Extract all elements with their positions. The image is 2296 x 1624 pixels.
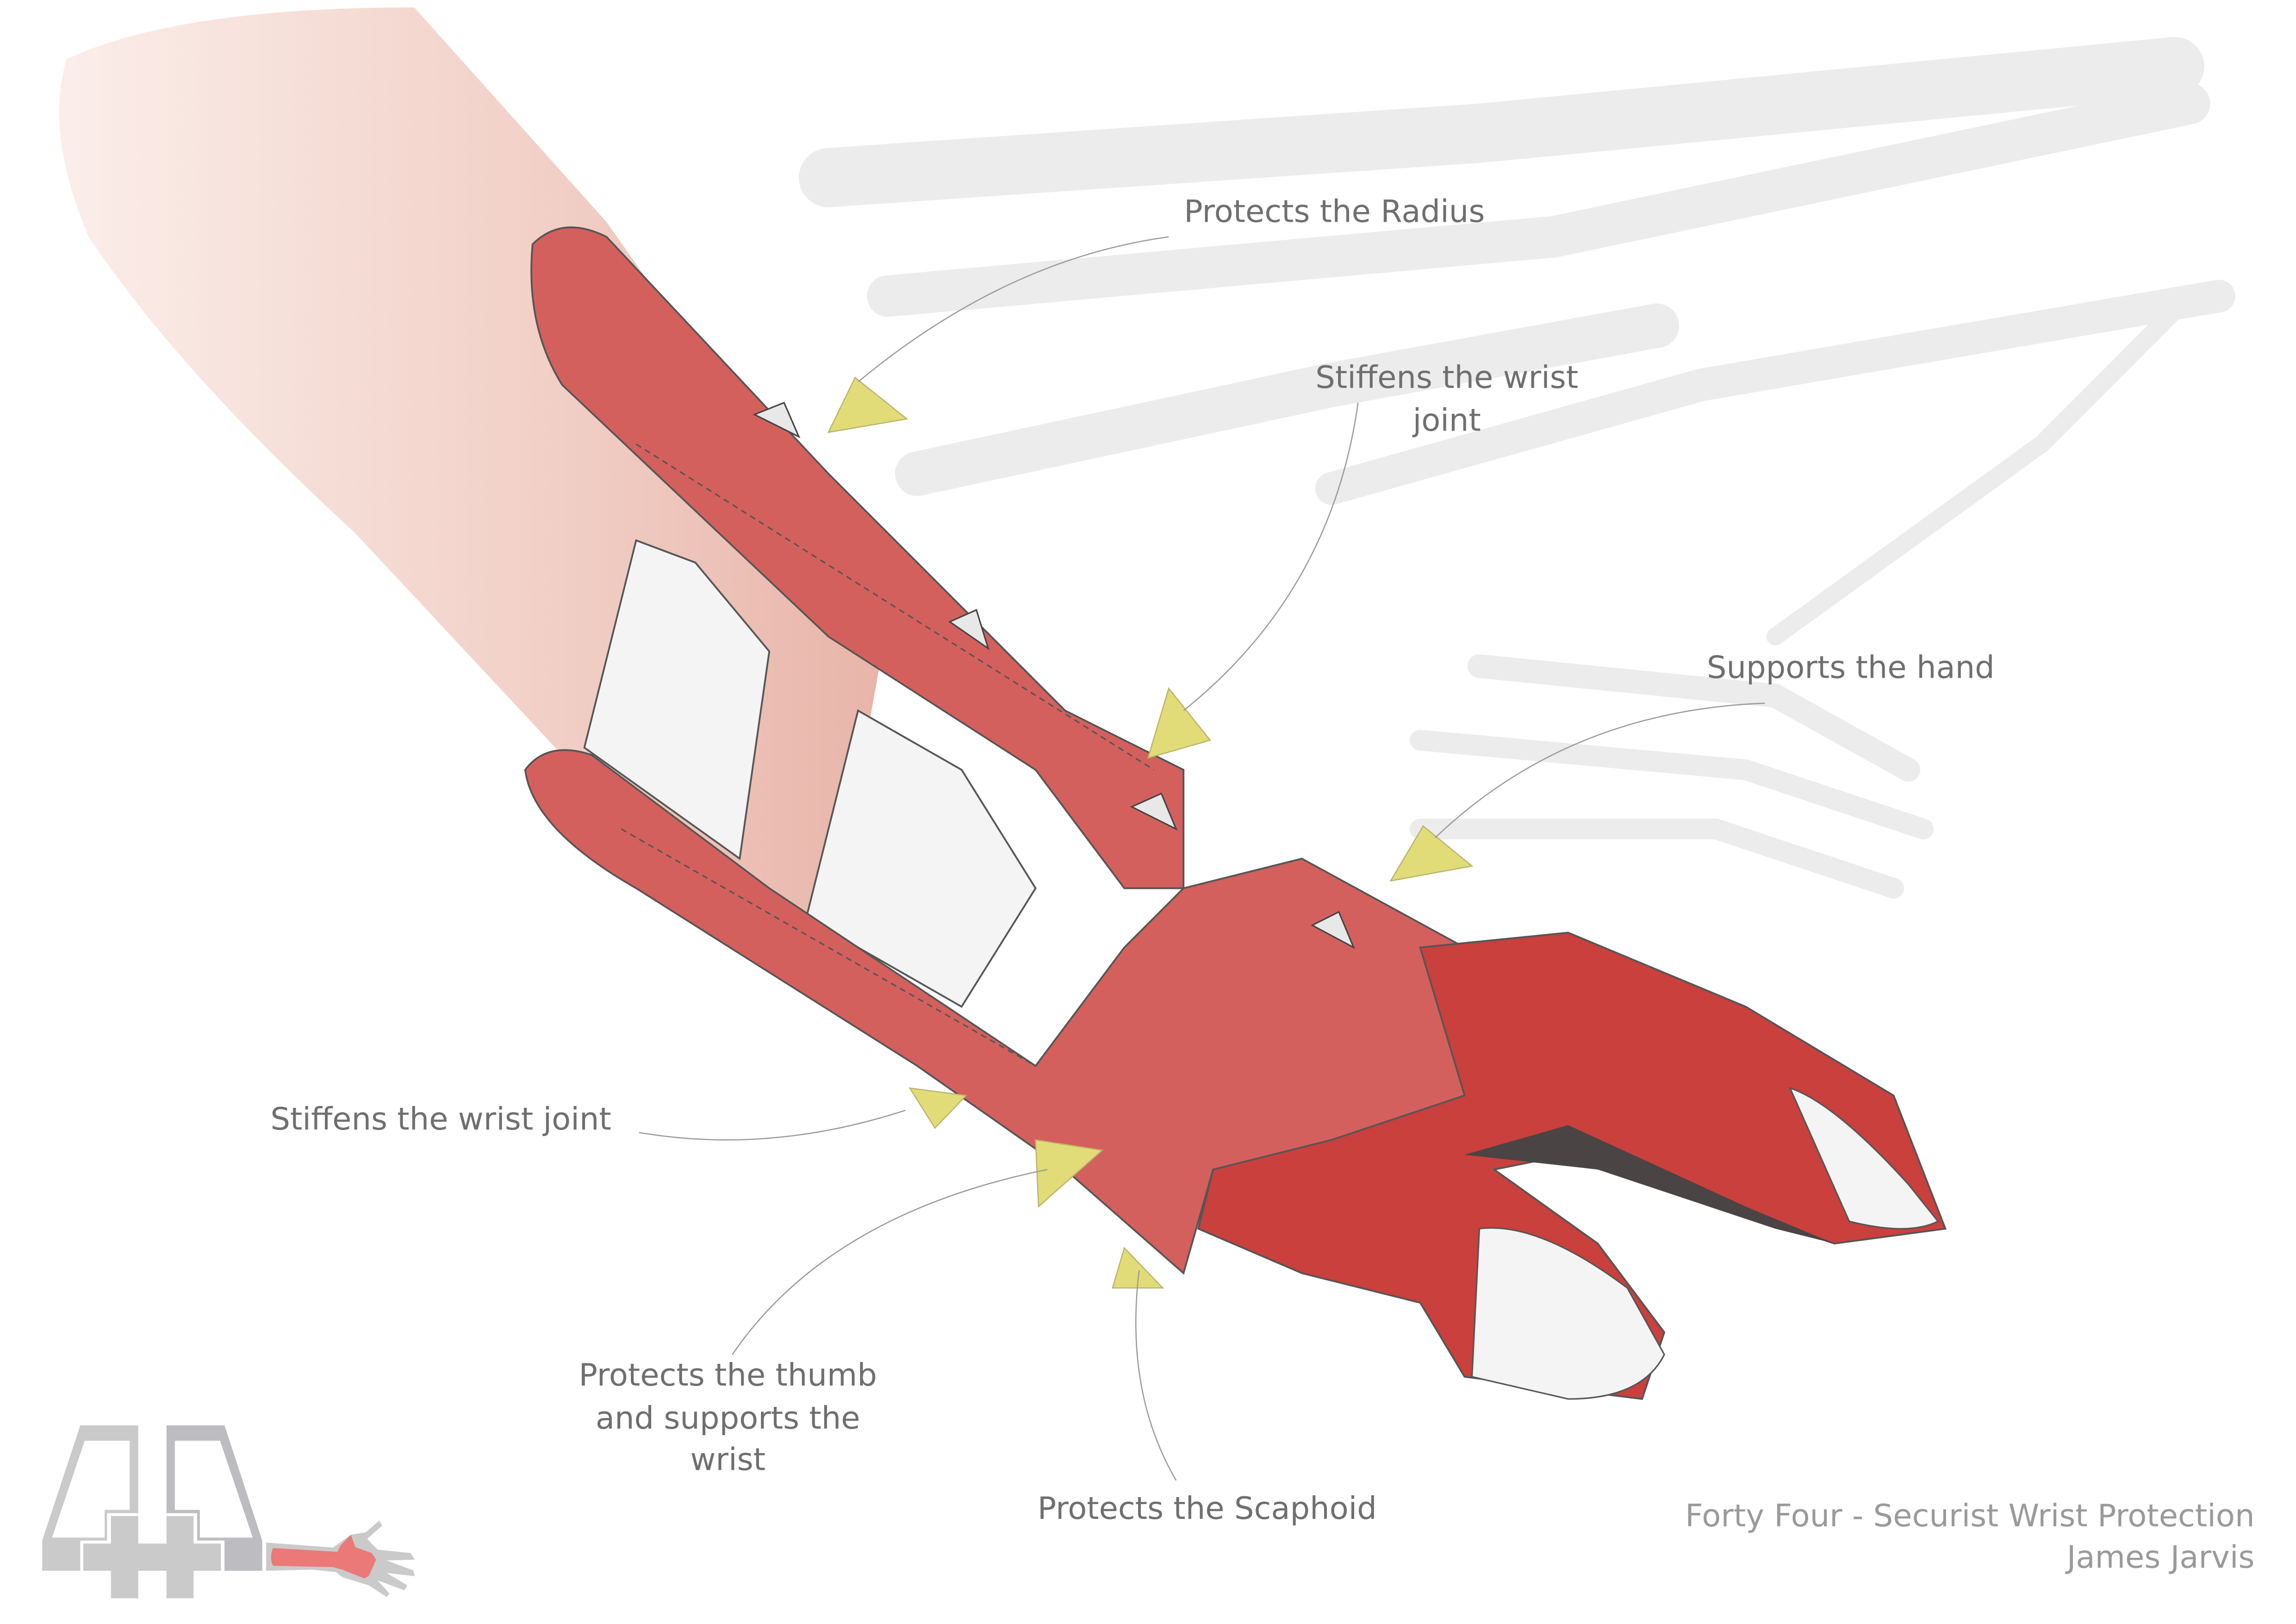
author-name: James Jarvis	[2065, 1539, 2255, 1575]
label-protects-radius: Protects the Radius	[1184, 194, 1485, 230]
label-stiffens-wrist-top-line1: Stiffens the wrist	[1315, 359, 1578, 395]
forty-four-logo	[42, 1425, 415, 1599]
annotation-arrows	[827, 376, 1474, 1289]
label-stiffens-wrist-top-line2: joint	[1412, 402, 1481, 438]
leader-lines	[639, 236, 1765, 1481]
label-protects-thumb-line2: and supports the	[596, 1400, 860, 1436]
label-protects-thumb-line1: Protects the thumb	[579, 1357, 877, 1393]
label-stiffens-wrist-left: Stiffens the wrist joint	[270, 1101, 611, 1137]
label-supports-hand: Supports the hand	[1707, 650, 1995, 686]
wrist-brace	[524, 226, 1947, 1400]
label-protects-thumb-line3: wrist	[690, 1441, 765, 1477]
project-title: Forty Four - Securist Wrist Protection	[1685, 1498, 2254, 1534]
skeleton-illustration	[799, 37, 2235, 899]
label-protects-scaphoid: Protects the Scaphoid	[1038, 1490, 1377, 1526]
